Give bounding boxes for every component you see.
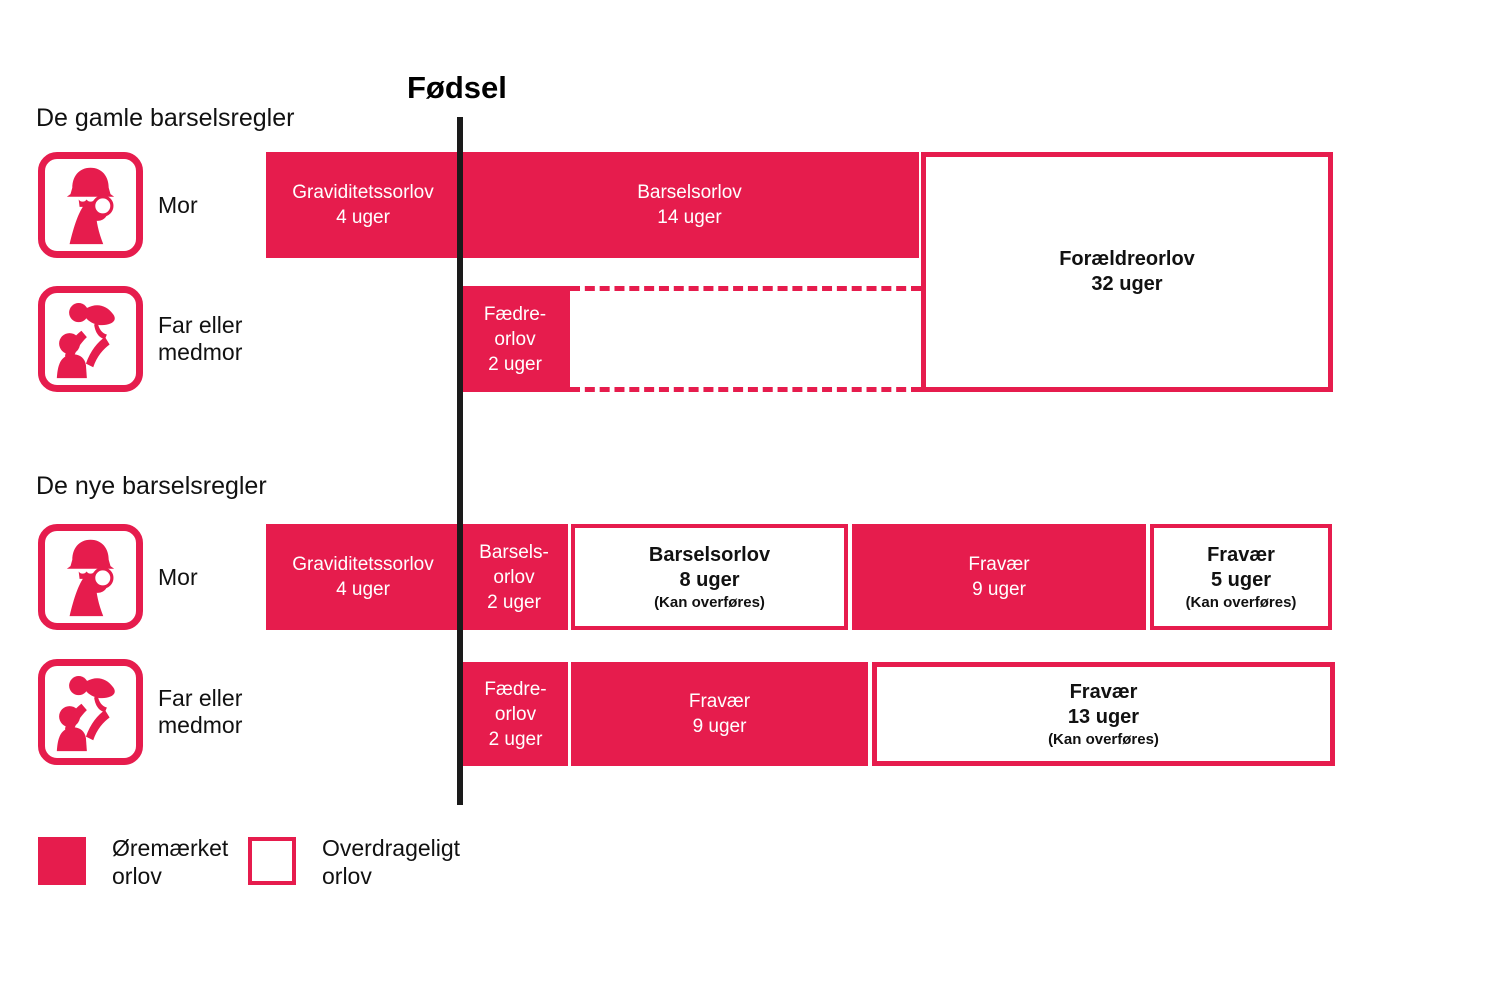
mother-holding-baby-icon xyxy=(66,167,115,245)
bar-line: 32 uger xyxy=(1091,273,1163,295)
new-far-fravaer-13-box: Fravær 13 uger (Kan overføres) xyxy=(872,662,1335,766)
new-barselsorlov-8-box: Barselsorlov 8 uger (Kan overføres) xyxy=(571,524,848,630)
far-label-line: Far eller xyxy=(158,312,243,338)
mother-icon xyxy=(38,152,143,258)
old-foraeldreorlov-box: Forældreorlov 32 uger xyxy=(921,152,1333,392)
bar-line: 8 uger xyxy=(679,568,740,591)
legend-label-line: orlov xyxy=(322,863,372,889)
new-far-fravaer-9-bar: Fravær 9 uger xyxy=(571,662,868,766)
bar-line: orlov xyxy=(493,566,535,588)
father-icon xyxy=(38,286,143,392)
bar-line: 14 uger xyxy=(657,207,722,228)
parent-lifting-baby-icon xyxy=(56,676,115,752)
father-icon xyxy=(38,659,143,765)
bar-line: Barselsorlov xyxy=(648,543,771,566)
new-graviditetsorlov-bar: Graviditetssorlov 4 uger xyxy=(266,524,460,630)
bar-line: Barselsorlov xyxy=(637,182,742,203)
far-label-line: medmor xyxy=(158,712,243,738)
far-label-line: Far eller xyxy=(158,685,243,711)
bar-note: (Kan overføres) xyxy=(654,593,765,611)
bar-line: 13 uger xyxy=(1067,705,1140,728)
birth-timeline-line xyxy=(457,117,463,805)
mother-icon xyxy=(38,524,143,630)
bar-line: Forældreorlov xyxy=(1059,248,1195,270)
old-far-label: Far eller medmor xyxy=(158,286,242,392)
bar-line: Fædre- xyxy=(484,678,547,700)
new-barselsorlov-2-bar: Barsels- orlov 2 uger xyxy=(460,524,568,630)
far-label-line: medmor xyxy=(158,339,243,365)
parent-lifting-baby-icon xyxy=(56,303,115,379)
bar-line: 2 uger xyxy=(488,728,543,750)
bar-line: 5 uger xyxy=(1210,568,1272,591)
birth-title: Fødsel xyxy=(407,70,507,105)
legend-label-line: orlov xyxy=(112,863,162,889)
old-unused-leave-dashed-box xyxy=(570,286,921,392)
mor-label-text: Mor xyxy=(158,191,198,218)
legend-label-line: Øremærket xyxy=(112,835,229,861)
legend-earmarked-label: Øremærket orlov xyxy=(112,834,228,890)
bar-line: Fravær xyxy=(1069,680,1138,703)
new-rules-heading: De nye barselsregler xyxy=(36,472,267,500)
bar-line: Fravær xyxy=(968,554,1030,575)
legend-label-line: Overdrageligt xyxy=(322,835,461,861)
bar-line: Graviditetssorlov xyxy=(292,182,434,203)
legend-transferable-swatch xyxy=(248,837,296,885)
bar-line: 2 uger xyxy=(487,591,541,613)
bar-note: (Kan overføres) xyxy=(1048,730,1159,748)
bar-line: Graviditetssorlov xyxy=(292,554,434,575)
bar-line: Fravær xyxy=(1207,543,1275,566)
mother-holding-baby-icon xyxy=(66,539,115,617)
bar-line: 2 uger xyxy=(488,353,542,375)
new-mor-label: Mor xyxy=(158,524,198,630)
old-faedreorlov-bar: Fædre- orlov 2 uger xyxy=(460,286,570,392)
new-mor-fravaer-5-box: Fravær 5 uger (Kan overføres) xyxy=(1150,524,1332,630)
legend-transferable-label: Overdrageligt orlov xyxy=(322,834,460,890)
bar-line: orlov xyxy=(494,703,537,725)
bar-line: Barsels- xyxy=(479,541,549,563)
bar-note: (Kan overføres) xyxy=(1185,593,1297,611)
legend-earmarked-swatch xyxy=(38,837,86,885)
bar-line: orlov xyxy=(494,328,536,350)
old-barselsorlov-bar: Barselsorlov 14 uger xyxy=(460,152,919,258)
new-faedreorlov-bar: Fædre- orlov 2 uger xyxy=(463,662,568,766)
bar-line: Fædre- xyxy=(483,303,547,325)
bar-line: Fravær xyxy=(688,691,751,712)
new-mor-fravaer-9-bar: Fravær 9 uger xyxy=(852,524,1146,630)
mor-label-text: Mor xyxy=(158,563,198,590)
bar-line: 9 uger xyxy=(972,579,1026,600)
new-far-label: Far eller medmor xyxy=(158,659,242,765)
old-rules-heading: De gamle barselsregler xyxy=(36,104,295,132)
bar-line: 4 uger xyxy=(336,579,390,600)
bar-line: 9 uger xyxy=(692,716,747,737)
old-mor-label: Mor xyxy=(158,152,198,258)
bar-line: 4 uger xyxy=(336,207,390,228)
old-graviditetsorlov-bar: Graviditetssorlov 4 uger xyxy=(266,152,460,258)
